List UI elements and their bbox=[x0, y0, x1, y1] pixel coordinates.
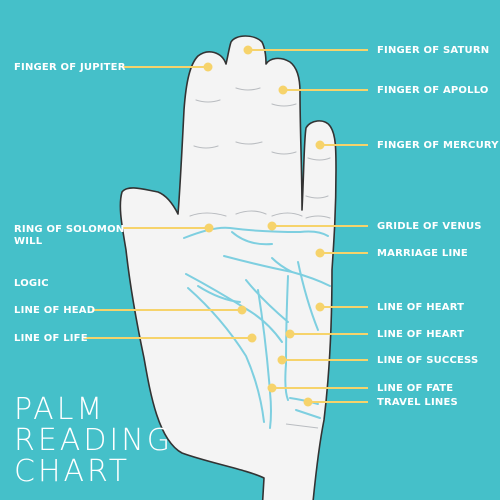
pointer-dot-life bbox=[247, 333, 257, 343]
pointer-dot-heart-2 bbox=[285, 329, 295, 339]
pointer-dot-saturn bbox=[243, 45, 253, 55]
title-line-palm: PALM bbox=[14, 392, 106, 427]
label-logic: LOGIC bbox=[14, 278, 49, 289]
title-line-chart: CHART bbox=[14, 454, 131, 489]
pointer-dot-apollo bbox=[278, 85, 288, 95]
label-line-of-life: LINE OF LIFE bbox=[14, 333, 88, 344]
life-line bbox=[187, 287, 265, 423]
label-line-of-heart-2: LINE OF HEART bbox=[377, 329, 465, 340]
head-line-branch bbox=[197, 285, 241, 303]
pointer-lines bbox=[84, 49, 368, 403]
success-line bbox=[284, 275, 289, 401]
hand-outline bbox=[119, 35, 337, 500]
pointer-dot-heart-1 bbox=[315, 302, 325, 312]
pointer-dot-mercury bbox=[315, 140, 325, 150]
apollo-line bbox=[297, 261, 319, 331]
label-line-of-success: LINE OF SUCCESS bbox=[377, 355, 479, 366]
palm-lines bbox=[183, 226, 331, 429]
label-will: WILL bbox=[14, 236, 43, 247]
pointer-dot-head bbox=[237, 305, 247, 315]
label-travel-lines: TRAVEL LINES bbox=[377, 397, 458, 408]
label-line-of-fate: LINE OF FATE bbox=[377, 383, 454, 394]
pointer-dots bbox=[203, 45, 325, 407]
pointer-dot-success bbox=[277, 355, 287, 365]
label-finger-of-saturn: FINGER OF SATURN bbox=[377, 45, 490, 56]
label-gridle-of-venus: GRIDLE OF VENUS bbox=[377, 221, 482, 232]
mercury-line bbox=[245, 279, 289, 323]
label-ring-of-solomon: RING OF SOLOMON bbox=[14, 224, 125, 235]
label-line-of-heart-1: LINE OF HEART bbox=[377, 302, 465, 313]
pointer-dot-travel bbox=[303, 397, 313, 407]
pointer-dot-solomon bbox=[204, 223, 214, 233]
label-finger-of-apollo: FINGER OF APOLLO bbox=[377, 85, 489, 96]
travel-line-2 bbox=[295, 409, 321, 419]
label-finger-of-jupiter: FINGER OF JUPITER bbox=[14, 62, 126, 73]
label-line-of-head: LINE OF HEAD bbox=[14, 305, 96, 316]
head-line bbox=[185, 273, 283, 343]
pointer-dot-venus bbox=[267, 221, 277, 231]
title-line-reading: READING bbox=[14, 423, 173, 458]
thumb-crease bbox=[231, 231, 273, 246]
short-line bbox=[271, 257, 293, 273]
pointer-dot-marriage bbox=[315, 248, 325, 258]
finger-creases bbox=[189, 87, 331, 219]
label-marriage-line: MARRIAGE LINE bbox=[377, 248, 468, 259]
label-finger-of-mercury: FINGER OF MERCURY bbox=[377, 140, 499, 151]
pointer-dot-fate bbox=[267, 383, 277, 393]
wrist-crease bbox=[285, 423, 319, 429]
pointer-dot-jupiter bbox=[203, 62, 213, 72]
